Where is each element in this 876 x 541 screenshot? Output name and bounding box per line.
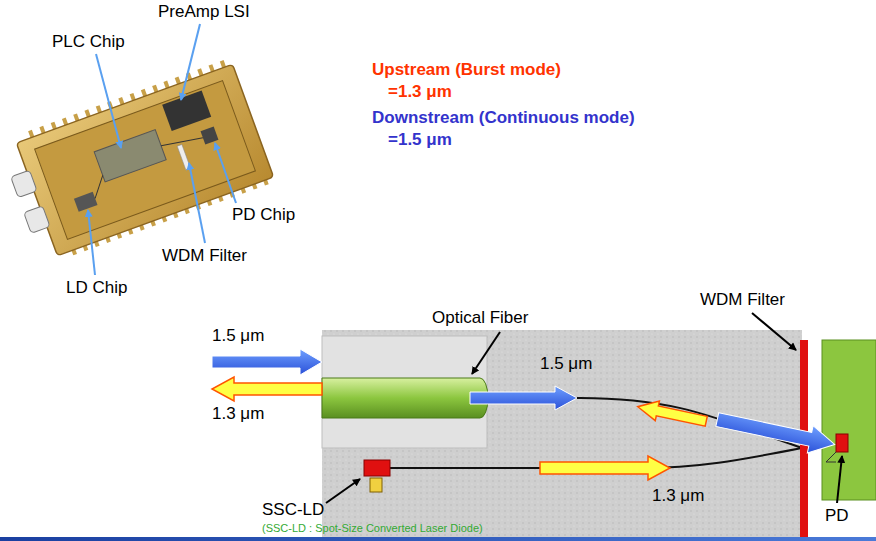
ld-electrode (370, 478, 382, 492)
wavelength-label: 1.3 μm (212, 404, 264, 424)
part-label: SSC-LD (262, 500, 324, 520)
part-label: PLC Chip (52, 32, 125, 52)
pd-mount (822, 340, 876, 500)
part-label: WDM Filter (162, 246, 247, 266)
downstream-arrow (470, 386, 577, 410)
module-photo (0, 58, 275, 267)
plc-block (322, 330, 802, 537)
fiber-holder (322, 336, 487, 448)
leader-lines (88, 24, 236, 275)
wavelength-label: 1.5 μm (212, 326, 264, 346)
laser-diode (364, 460, 390, 476)
leader-lines (326, 313, 842, 503)
part-label: LD Chip (66, 278, 127, 298)
footnote: (SSC-LD : Spot-Size Converted Laser Diod… (262, 522, 483, 535)
wavelength-value: =1.5 μm (388, 130, 452, 150)
upstream-arrow (636, 397, 709, 431)
photodiode (836, 434, 848, 452)
part-label: PreAmp LSI (158, 2, 250, 22)
upstream-arrow (212, 377, 322, 401)
footer-strip (0, 537, 876, 541)
wavelength-value: =1.3 μm (388, 82, 452, 102)
wavelength-label: 1.3 μm (652, 486, 704, 506)
pd-wire (826, 452, 836, 462)
direction-label: Downstream (Continuous mode) (372, 108, 635, 128)
upstream-arrow (540, 456, 670, 480)
optical-fiber (322, 378, 488, 418)
downstream-arrow (212, 349, 322, 375)
part-label: PD Chip (232, 205, 295, 225)
direction-label: Upstream (Burst mode) (372, 60, 561, 80)
part-label: Optical Fiber (432, 308, 528, 328)
wavelength-label: 1.5 μm (540, 354, 592, 374)
downstream-arrow (714, 406, 837, 458)
part-label: WDM Filter (700, 290, 785, 310)
part-label: PD (825, 506, 849, 526)
